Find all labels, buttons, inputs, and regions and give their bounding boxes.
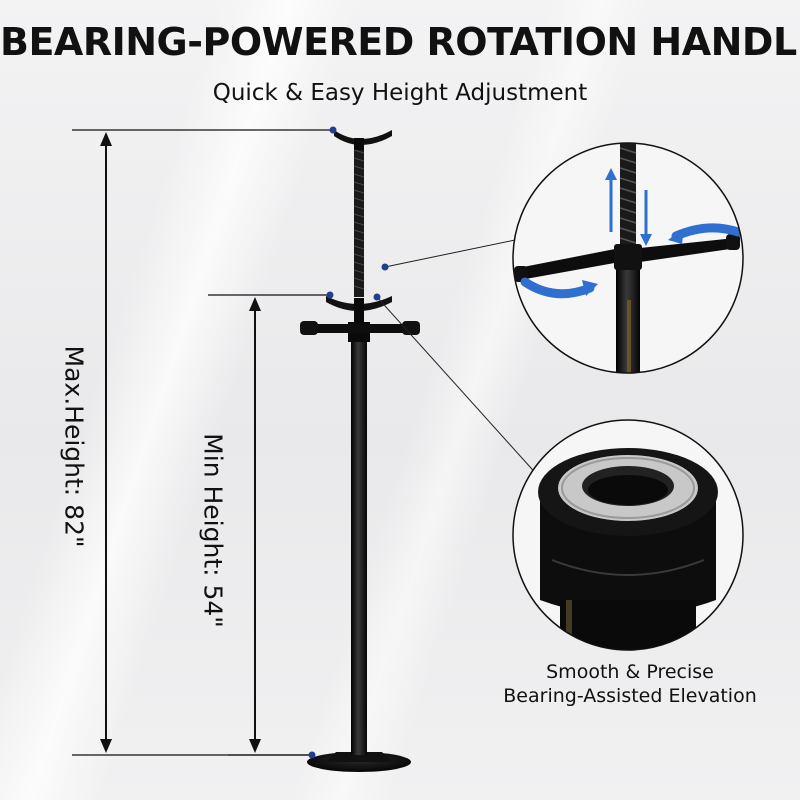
bearing-caption: Smooth & Precise Bearing-Assisted Elevat…	[455, 660, 800, 708]
max-height-label: Max.Height: 82"	[59, 345, 89, 548]
jack-stand	[300, 130, 420, 772]
page-title: BEARING-POWERED ROTATION HANDLE	[0, 20, 800, 64]
min-height-dimension	[208, 294, 330, 756]
callout-markers	[308, 126, 541, 759]
min-height-label: Min Height: 54"	[198, 433, 228, 628]
rotation-handle-detail	[512, 142, 744, 374]
bearing-caption-line1: Smooth & Precise	[546, 661, 714, 683]
bearing-caption-line2: Bearing-Assisted Elevation	[503, 685, 757, 707]
bearing-detail	[512, 419, 744, 651]
page-subtitle: Quick & Easy Height Adjustment	[212, 80, 588, 106]
